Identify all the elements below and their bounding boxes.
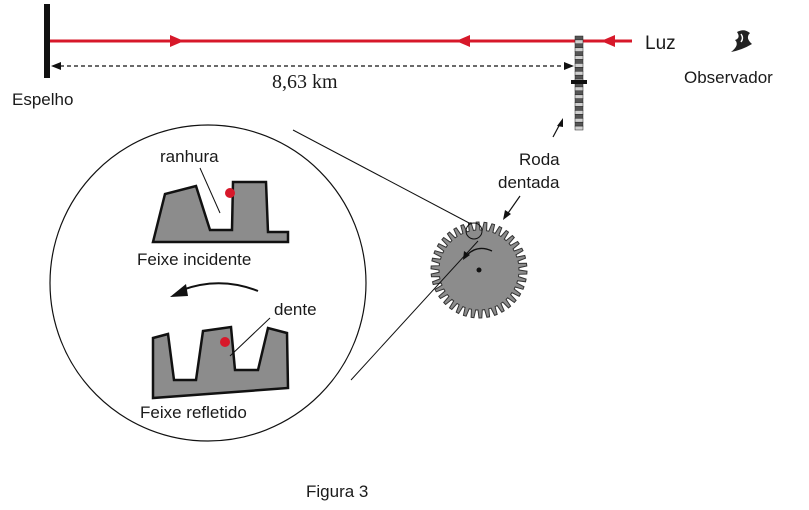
incident-beam-label: Feixe incidente — [137, 250, 251, 269]
mirror-label: Espelho — [12, 90, 73, 109]
magnifier-rotation-arrow-icon — [181, 282, 259, 292]
wheel-axle — [476, 267, 482, 273]
tooth-pointer — [229, 317, 271, 357]
figure-caption: Figura 3 — [306, 482, 368, 501]
reflected-beam-dot — [220, 337, 230, 347]
edge-wheel-stripe — [574, 63, 584, 68]
edge-wheel-stripe — [574, 39, 584, 45]
slot-pointer — [199, 167, 221, 214]
mirror — [44, 4, 50, 78]
edge-wheel-pointer-head — [557, 118, 563, 127]
incident-beam-dot — [225, 188, 235, 198]
edge-wheel-stripe — [574, 114, 584, 119]
distance-arrow-left — [51, 62, 61, 70]
incident-teeth — [151, 180, 290, 244]
observer-label: Observador — [684, 68, 773, 87]
beam-arrow-right — [170, 35, 184, 47]
magnifier-small-circle — [465, 222, 483, 240]
beam-arrow-left-2 — [601, 35, 615, 47]
slot-label: ranhura — [160, 147, 219, 166]
edge-wheel-stripe — [574, 59, 584, 64]
magnifier-rotation-arrow-head — [170, 284, 188, 297]
beam-arrow-left — [456, 35, 470, 47]
edge-wheel-axle — [571, 80, 587, 84]
magnifier-line-top — [292, 129, 472, 225]
edge-wheel-stripe — [574, 106, 584, 111]
reflected-beam-label: Feixe refletido — [140, 403, 247, 422]
edge-wheel-stripe — [574, 51, 584, 56]
edge-wheel-stripe — [574, 43, 584, 48]
wheel-pointer-head — [503, 210, 511, 220]
edge-wheel-stripe — [574, 67, 584, 72]
edge-wheel-stripe — [574, 55, 584, 60]
edge-wheel-stripe — [574, 125, 584, 131]
wheel-label-line2: dentada — [498, 173, 560, 192]
edge-wheel-stripe — [574, 121, 584, 127]
edge-wheel-stripe — [574, 74, 584, 80]
tooth-label: dente — [274, 300, 317, 319]
edge-wheel-stripe — [574, 35, 584, 41]
edge-wheel-stripe — [574, 47, 584, 52]
edge-wheel-stripe — [574, 110, 584, 115]
magnifier-line-bottom — [350, 240, 479, 381]
edge-wheel-stripe — [574, 94, 584, 99]
edge-on-wheel — [571, 35, 587, 131]
distance-arrow-right — [564, 62, 574, 70]
edge-wheel-stripe — [574, 86, 584, 92]
eye-icon — [731, 30, 752, 52]
edge-wheel-stripe — [574, 71, 584, 76]
reflected-teeth — [151, 325, 290, 400]
light-label: Luz — [645, 33, 676, 54]
wheel-label-line1: Roda — [519, 150, 560, 169]
edge-wheel-stripe — [574, 102, 584, 107]
distance-label: 8,63 km — [272, 71, 338, 93]
rotation-arrow-head — [463, 251, 470, 260]
edge-wheel-stripe — [574, 118, 584, 123]
edge-wheel-stripe — [574, 98, 584, 103]
edge-wheel-stripe — [574, 90, 584, 95]
